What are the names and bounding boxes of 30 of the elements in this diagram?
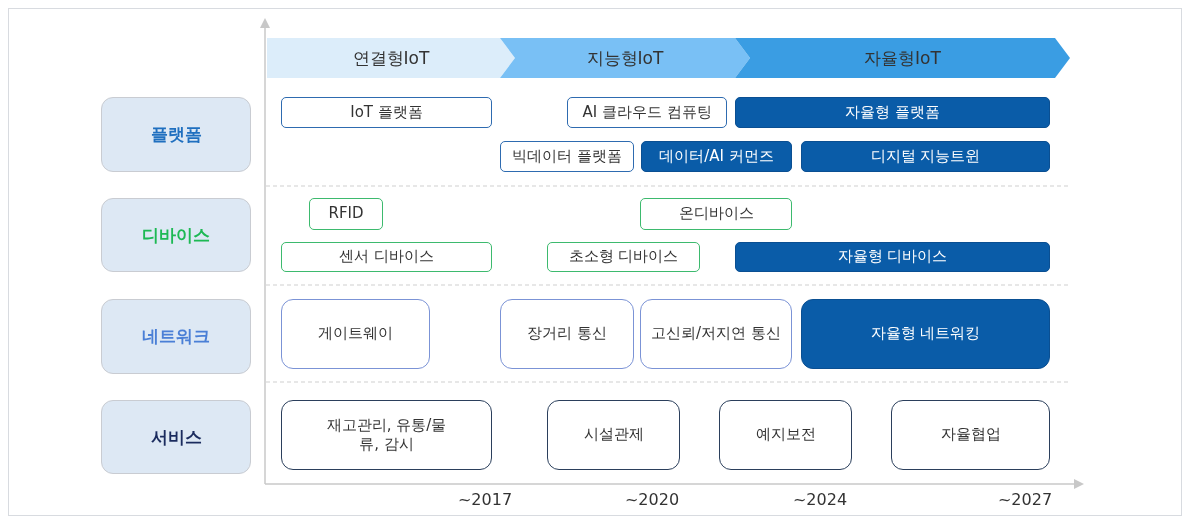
- item-box: IoT 플랫폼: [281, 97, 492, 128]
- item-box: RFID: [309, 198, 383, 230]
- category-box: 디바이스: [101, 198, 251, 272]
- phase-banner: 자율형IoT: [735, 38, 1070, 78]
- year-label: ~2020: [624, 490, 680, 509]
- year-label: ~2017: [457, 490, 513, 509]
- item-box: 빅데이터 플랫폼: [500, 141, 634, 172]
- item-box: AI 클라우드 컴퓨팅: [567, 97, 727, 128]
- item-box: 장거리 통신: [500, 299, 634, 369]
- item-box: 초소형 디바이스: [547, 242, 700, 272]
- phase-banner: 연결형IoT: [267, 38, 515, 78]
- highlight-box: 디지털 지능트윈: [801, 141, 1050, 172]
- year-label: ~2027: [997, 490, 1053, 509]
- highlight-box: 데이터/AI 커먼즈: [641, 141, 792, 172]
- year-label: ~2024: [792, 490, 848, 509]
- item-box: 예지보전: [719, 400, 852, 470]
- category-box: 네트워크: [101, 299, 251, 374]
- phase-banner: 지능형IoT: [500, 38, 750, 78]
- item-box: 시설관제: [547, 400, 680, 470]
- item-box: 온디바이스: [640, 198, 792, 230]
- highlight-box: 자율형 플랫폼: [735, 97, 1050, 128]
- highlight-box: 자율형 디바이스: [735, 242, 1050, 272]
- category-box: 서비스: [101, 400, 251, 474]
- item-box: 자율협업: [891, 400, 1050, 470]
- category-box: 플랫폼: [101, 97, 251, 172]
- item-box: 고신뢰/저지연 통신: [640, 299, 792, 369]
- item-box: 게이트웨이: [281, 299, 430, 369]
- item-box: 재고관리, 유통/물류, 감시: [281, 400, 492, 470]
- highlight-box: 자율형 네트워킹: [801, 299, 1050, 369]
- item-box: 센서 디바이스: [281, 242, 492, 272]
